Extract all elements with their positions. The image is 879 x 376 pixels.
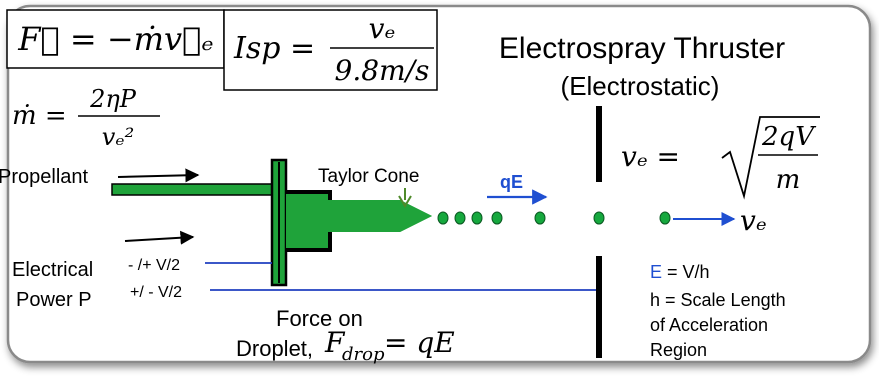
extractor-electrode-upper: [596, 106, 602, 182]
propellant-label: Propellant: [0, 166, 89, 188]
field-definition: E = V/h: [650, 262, 710, 282]
h-definition-line2: of Acceleration: [650, 315, 768, 335]
h-definition-line3: Region: [650, 340, 707, 360]
force-equation: F⃗ = −ṁv⃗ₑ: [17, 20, 213, 58]
field-e-symbol: E: [650, 262, 662, 282]
force-drop-rhs: = qE: [384, 326, 455, 359]
droplet-label: Droplet,: [236, 336, 313, 361]
emitter-walls: [286, 190, 332, 252]
mdot-denominator: vₑ²: [102, 123, 134, 151]
electrical-label-line2: Power P: [16, 289, 92, 311]
force-drop-symbol: F: [324, 326, 346, 359]
droplet: [454, 211, 466, 225]
taylor-cone-label: Taylor Cone: [318, 166, 419, 187]
droplet: [437, 211, 449, 225]
propellant-arrow: [117, 168, 200, 183]
electrical-label-line1: Electrical: [12, 259, 93, 281]
ve-radicand-numerator: 2qV: [761, 122, 816, 152]
isp-numerator: vₑ: [369, 12, 396, 45]
taylor-cone-shape: [400, 200, 432, 232]
isp-denominator: 9.8m/s: [335, 54, 430, 87]
mdot-numerator: 2ηP: [89, 85, 137, 113]
isp-equation-box: [223, 9, 438, 91]
droplet: [491, 211, 503, 225]
voltage-bottom-label: +/ - V/2: [130, 284, 182, 301]
qe-label: qE: [500, 172, 523, 192]
droplet: [659, 211, 671, 225]
h-definition-line1: h = Scale Length: [650, 290, 786, 310]
droplet: [534, 211, 546, 225]
ve-radicand-denominator: m: [776, 165, 801, 195]
slide-panel: [6, 4, 872, 364]
droplet: [471, 211, 483, 225]
ve-radical: [721, 116, 820, 200]
force-on-label: Force on: [276, 306, 363, 331]
ve-lhs: vₑ =: [621, 140, 680, 173]
electrical-arrow: [124, 230, 195, 245]
propellant-feed-tube: [111, 183, 281, 196]
taylor-cone-arrow-head: [398, 195, 412, 208]
droplet-stream: [437, 211, 671, 225]
droplet: [593, 211, 605, 225]
mdot-lhs: ṁ =: [12, 101, 67, 131]
diagram-title: Electrospray Thruster: [499, 32, 785, 65]
diagram-subtitle: (Electrostatic): [561, 71, 720, 101]
exhaust-velocity: vₑ: [740, 204, 767, 237]
field-e-definition: = V/h: [662, 262, 710, 282]
emitter-channel: [286, 192, 432, 250]
extractor-electrode-lower: [596, 256, 602, 358]
force-equation-box: [6, 9, 225, 69]
voltage-top-label: - /+ V/2: [128, 257, 180, 274]
force-drop-subscript: drop: [342, 344, 385, 365]
isp-lhs: Isp =: [233, 31, 315, 66]
